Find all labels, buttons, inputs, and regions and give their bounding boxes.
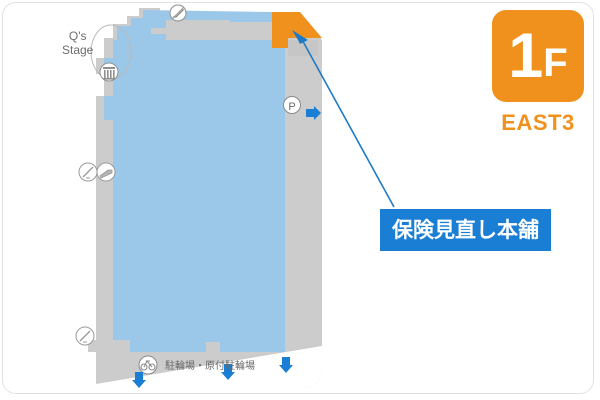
store-highlight-shape[interactable]: [272, 12, 322, 48]
bicycle-parking-label: 駐輪場・原付駐輪場: [165, 361, 255, 372]
store-highlight[interactable]: [272, 12, 322, 48]
bicycle-parking-icon: [138, 355, 158, 375]
leader-line: [299, 35, 395, 208]
concourse-area: [104, 10, 288, 352]
escalator-well-block-2: [204, 28, 230, 40]
qs-stage-line1: Q's: [68, 29, 87, 43]
parking-icon: P: [283, 96, 301, 114]
svg-text:P: P: [288, 101, 295, 113]
escalator-icon: [75, 326, 95, 346]
arrow-down: [221, 364, 235, 380]
arrow-down: [279, 357, 293, 373]
escalator-icon: [169, 4, 187, 22]
monument-icon: [99, 62, 119, 82]
outdoor-plaza: [96, 346, 322, 388]
arrow-right: [306, 106, 321, 120]
floor-number: 1: [508, 20, 543, 91]
escalator-down-icon: [96, 162, 116, 182]
qs-stage-label: Q's Stage: [62, 29, 93, 57]
escalator-icon: [78, 162, 98, 182]
store-adjacent-block: [288, 40, 318, 56]
floor-suffix: F: [543, 41, 568, 85]
arrow-down: [132, 372, 146, 388]
floor-badge: 1 F: [492, 10, 584, 102]
concourse-lower-extension: [272, 300, 285, 340]
plaza-wedge: [96, 346, 322, 388]
qs-stage-line2: Stage: [62, 43, 94, 57]
leader-arrowhead: [292, 30, 308, 44]
store-name-callout[interactable]: 保険見直し本舗: [380, 209, 551, 251]
callout-leader-line: [292, 30, 395, 208]
area-code-label: EAST3: [501, 110, 575, 135]
concourse-main: [104, 13, 288, 352]
